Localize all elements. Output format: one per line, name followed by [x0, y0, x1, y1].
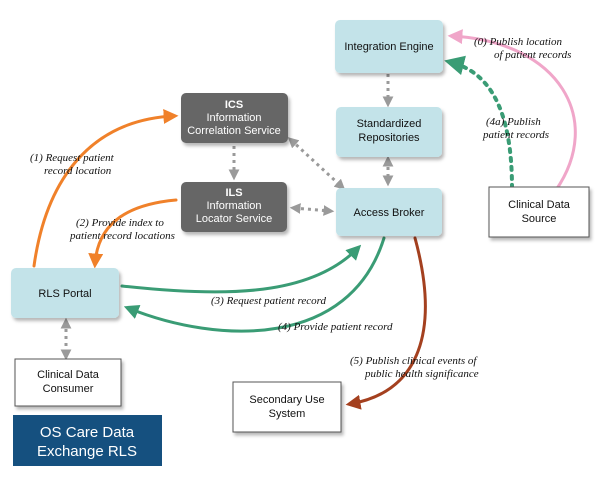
step0-label-line2: of patient records: [494, 49, 571, 61]
ils-label-line3: Locator Service: [196, 213, 272, 225]
arrow-step0-publish-location: [447, 29, 577, 192]
logo-line1: OS Care Data: [40, 424, 135, 441]
arrow-step4-provide-record: [123, 236, 386, 333]
repositories-label-line2: Repositories: [358, 132, 420, 144]
step1-label-line2: record location: [44, 165, 112, 177]
clinical-data-consumer-line1: Clinical Data: [37, 369, 100, 381]
access-broker-label: Access Broker: [354, 207, 425, 219]
step3-label: (3) Request patient record: [211, 295, 326, 307]
integration-engine-label: Integration Engine: [344, 41, 433, 53]
ics-label-line3: Correlation Service: [187, 125, 281, 137]
clinical-data-source-line1: Clinical Data: [508, 199, 571, 211]
logo-os-care-data-exchange: OS Care Data Exchange RLS: [13, 415, 162, 466]
secondary-use-system-line1: Secondary Use: [249, 394, 324, 406]
arrow-step1-request-location: [32, 109, 179, 268]
step5-label-line2: public health significance: [364, 368, 479, 380]
node-ics[interactable]: ICS Information Correlation Service: [181, 93, 288, 143]
clinical-data-source-line2: Source: [522, 213, 557, 225]
repositories-label-line1: Standardized: [357, 118, 422, 130]
ils-label-acronym: ILS: [225, 187, 242, 199]
node-access-broker[interactable]: Access Broker: [336, 188, 442, 236]
ils-label-line2: Information: [206, 200, 261, 212]
node-rls-portal[interactable]: RLS Portal: [11, 268, 119, 318]
step4a-label-line1: (4a) Publish: [486, 116, 541, 128]
gray-connectors: [60, 74, 394, 361]
step1-label-line1: (1) Request patient: [30, 152, 115, 164]
node-secondary-use-system[interactable]: Secondary Use System: [232, 381, 342, 433]
logo-line2: Exchange RLS: [37, 443, 137, 460]
arrow-step5-publish-events: [345, 236, 427, 410]
rls-portal-label: RLS Portal: [38, 288, 91, 300]
secondary-use-system-line2: System: [269, 408, 306, 420]
node-standardized-repositories[interactable]: Standardized Repositories: [336, 107, 442, 157]
flow-arrows: [32, 29, 577, 410]
ics-label-line2: Information: [206, 112, 261, 124]
connector-ics-to-access-broker: [287, 137, 346, 190]
step5-label-line1: (5) Publish clinical events of: [350, 355, 478, 367]
arrow-step3-request-record: [120, 244, 362, 294]
edge-labels: (0) Publish location of patient records …: [30, 36, 571, 380]
connector-ils-to-access-broker: [289, 203, 335, 216]
arrow-step4a-publish-records: [444, 55, 514, 190]
node-clinical-data-source[interactable]: Clinical Data Source: [488, 186, 590, 238]
node-clinical-data-consumer[interactable]: Clinical Data Consumer: [14, 358, 122, 407]
step2-label-line2: patient record locations: [69, 230, 175, 242]
nodes: Integration Engine Standardized Reposito…: [11, 20, 590, 433]
step4-label: (4) Provide patient record: [278, 321, 393, 333]
ics-label-acronym: ICS: [225, 99, 243, 111]
node-integration-engine[interactable]: Integration Engine: [335, 20, 443, 73]
step2-label-line1: (2) Provide index to: [76, 217, 164, 229]
step0-label-line1: (0) Publish location: [474, 36, 562, 48]
step4a-label-line2: patient records: [482, 129, 549, 141]
clinical-data-consumer-line2: Consumer: [43, 383, 94, 395]
arrow-step2-provide-index: [88, 198, 178, 269]
node-ils[interactable]: ILS Information Locator Service: [181, 182, 287, 232]
